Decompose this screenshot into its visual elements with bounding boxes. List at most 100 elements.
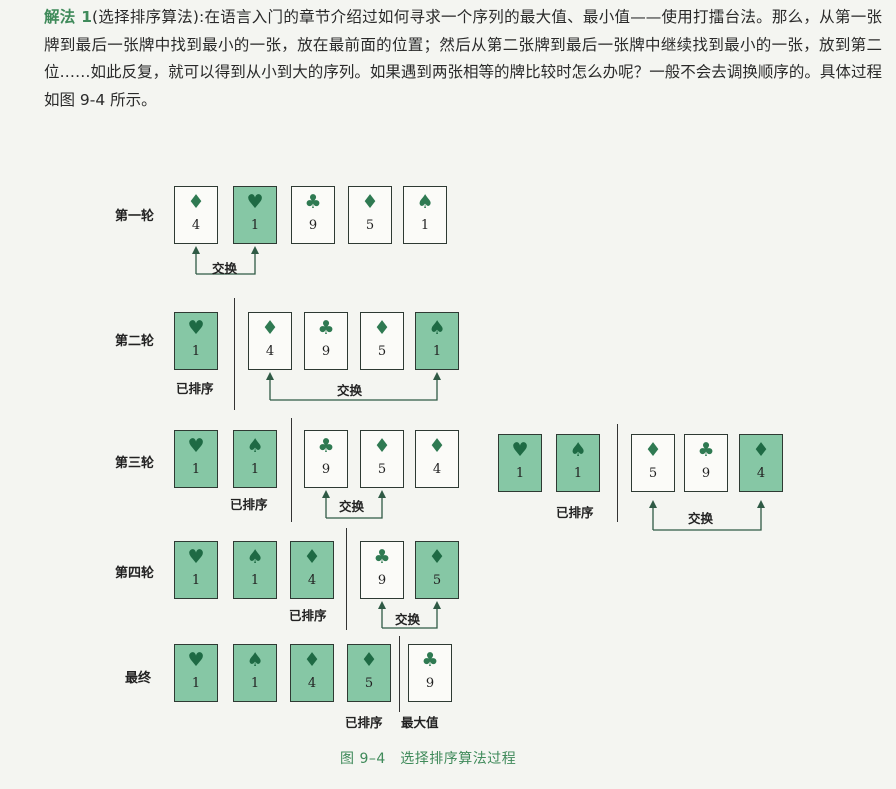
swap-label: 交换 [395, 612, 421, 627]
arrowhead-icon [433, 372, 441, 380]
diamond-icon: ♦ [752, 439, 770, 461]
club-icon: ♣ [317, 317, 335, 339]
diamond-icon: ♦ [428, 435, 446, 457]
card-value: 9 [321, 462, 331, 477]
diamond-icon: ♦ [360, 649, 378, 671]
playing-card: ♦4 [174, 186, 218, 244]
paragraph-text: 在语言入门的章节介绍过如何寻求一个序列的最大值、最小值——使用打擂台法。那么，从… [44, 8, 882, 109]
diamond-icon: ♦ [644, 439, 662, 461]
arrowhead-icon [192, 246, 200, 254]
heart-icon: ♥ [187, 317, 205, 339]
figure-caption: 图 9–4 选择排序算法过程 [340, 751, 517, 767]
card-value: 1 [250, 573, 260, 588]
playing-card: ♥1 [174, 644, 218, 702]
card-value: 1 [191, 573, 201, 588]
diamond-icon: ♦ [303, 546, 321, 568]
card-value: 4 [191, 218, 201, 233]
body-paragraph: 解法 1(选择排序算法):在语言入门的章节介绍过如何寻求一个序列的最大值、最小值… [44, 4, 882, 114]
divider-line [234, 298, 235, 410]
swap-connector [652, 504, 762, 531]
playing-card: ♦5 [360, 430, 404, 488]
card-value: 1 [420, 218, 430, 233]
round-label: 第二轮 [115, 334, 155, 349]
card-value: 4 [756, 466, 766, 481]
card-value: 9 [308, 218, 318, 233]
divider-line [617, 424, 618, 522]
playing-card: ♠1 [233, 644, 277, 702]
arrowhead-icon [378, 490, 386, 498]
swap-label: 交换 [337, 383, 363, 398]
playing-card: ♣9 [408, 644, 452, 702]
sorted-tag: 已排序 [289, 608, 327, 623]
diamond-icon: ♦ [303, 649, 321, 671]
card-value: 4 [265, 344, 275, 359]
playing-card: ♦4 [415, 430, 459, 488]
sorted-tag: 已排序 [345, 715, 383, 730]
playing-card: ♥1 [498, 434, 542, 492]
arrowhead-icon [649, 500, 657, 508]
card-value: 9 [321, 344, 331, 359]
card-value: 5 [377, 344, 387, 359]
playing-card: ♦4 [290, 541, 334, 599]
playing-card: ♥1 [174, 430, 218, 488]
playing-card: ♠1 [403, 186, 447, 244]
playing-card: ♦5 [348, 186, 392, 244]
heart-icon: ♥ [511, 439, 529, 461]
sorted-tag: 已排序 [176, 381, 214, 396]
round-label: 最终 [125, 671, 152, 686]
club-icon: ♣ [317, 435, 335, 457]
solution-heading: 解法 1 [44, 8, 92, 26]
spade-icon: ♠ [246, 546, 264, 568]
playing-card: ♣9 [304, 430, 348, 488]
divider-line [399, 636, 400, 712]
heart-icon: ♥ [187, 435, 205, 457]
arrowhead-icon [251, 246, 259, 254]
max-value-tag: 最大值 [401, 715, 439, 730]
diamond-icon: ♦ [373, 435, 391, 457]
playing-card: ♣9 [304, 312, 348, 370]
card-value: 5 [364, 676, 374, 691]
playing-card: ♠1 [415, 312, 459, 370]
diamond-icon: ♦ [187, 191, 205, 213]
card-value: 5 [365, 218, 375, 233]
playing-card: ♥1 [174, 312, 218, 370]
card-value: 5 [432, 573, 442, 588]
arrowhead-icon [757, 500, 765, 508]
playing-card: ♦4 [739, 434, 783, 492]
divider-line [291, 418, 292, 522]
playing-card: ♣9 [291, 186, 335, 244]
diamond-icon: ♦ [261, 317, 279, 339]
card-value: 9 [425, 676, 435, 691]
round-label: 第三轮 [115, 456, 155, 471]
playing-card: ♠1 [233, 430, 277, 488]
arrowhead-icon [378, 601, 386, 609]
round-label: 第四轮 [115, 566, 155, 581]
heart-icon: ♥ [187, 649, 205, 671]
swap-label: 交换 [688, 511, 714, 526]
playing-card: ♦5 [415, 541, 459, 599]
diamond-icon: ♦ [361, 191, 379, 213]
card-value: 1 [515, 466, 525, 481]
playing-card: ♣9 [684, 434, 728, 492]
playing-card: ♥1 [233, 186, 277, 244]
playing-card: ♠1 [556, 434, 600, 492]
card-value: 5 [648, 466, 658, 481]
card-value: 1 [191, 462, 201, 477]
card-value: 9 [377, 573, 387, 588]
playing-card: ♣9 [360, 541, 404, 599]
spade-icon: ♠ [246, 435, 264, 457]
club-icon: ♣ [697, 439, 715, 461]
arrowhead-icon [433, 601, 441, 609]
spade-icon: ♠ [416, 191, 434, 213]
card-value: 1 [250, 676, 260, 691]
solution-heading-paren: (选择排序算法): [92, 8, 205, 26]
spade-icon: ♠ [428, 317, 446, 339]
sorted-tag: 已排序 [230, 497, 268, 512]
card-value: 4 [432, 462, 442, 477]
card-value: 1 [573, 466, 583, 481]
heart-icon: ♥ [187, 546, 205, 568]
playing-card: ♦5 [347, 644, 391, 702]
card-value: 1 [191, 676, 201, 691]
